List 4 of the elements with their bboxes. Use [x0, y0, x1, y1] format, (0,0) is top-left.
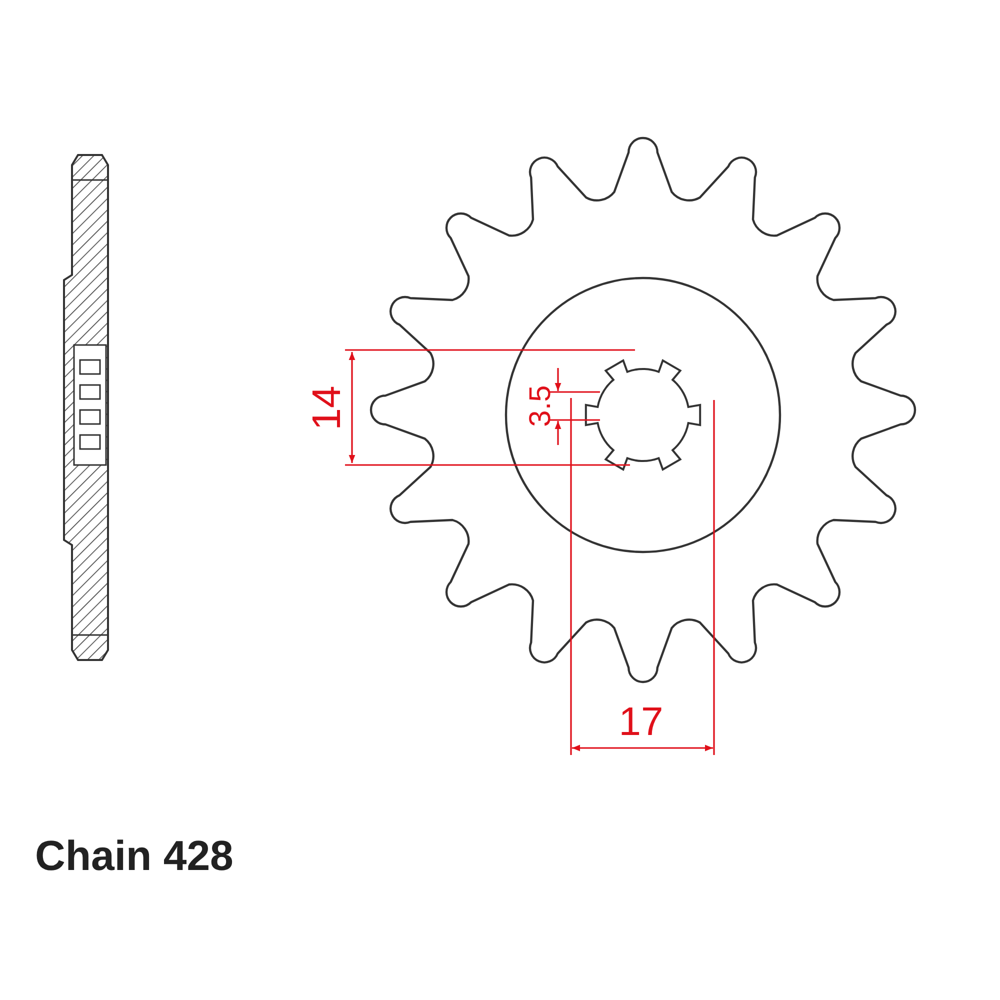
dimension-label: 17	[618, 700, 664, 744]
dimension-label: 14	[305, 386, 349, 430]
caption-text: Chain 428	[35, 832, 234, 880]
dimension-label: 3.5	[524, 385, 557, 427]
